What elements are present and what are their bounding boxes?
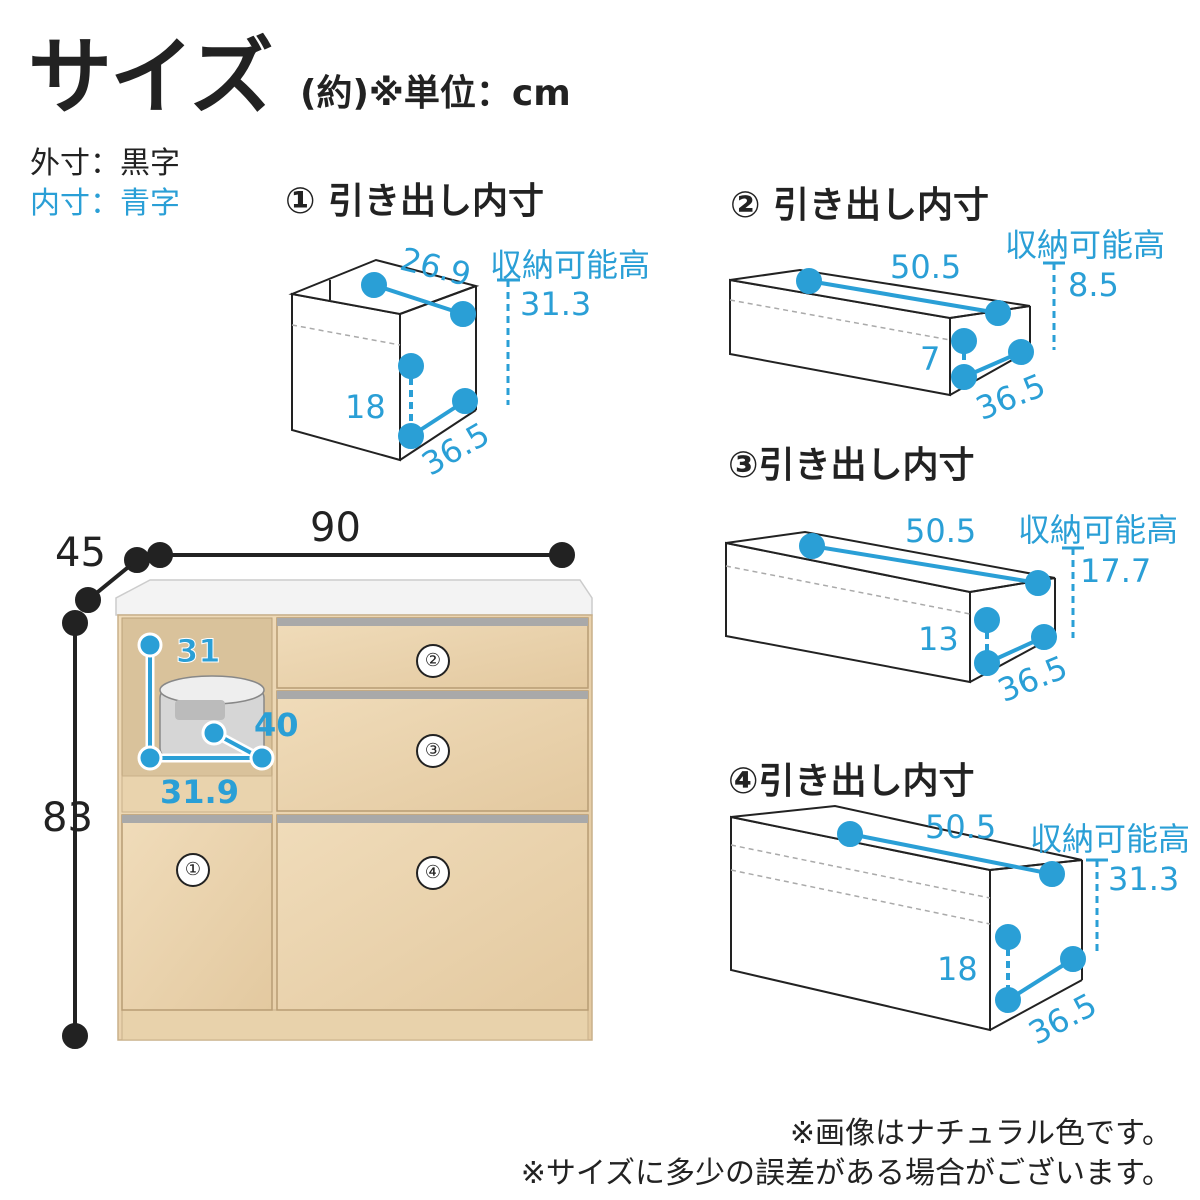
drawer-3-width: 50.5 <box>905 512 977 550</box>
cabinet-diagram <box>62 542 593 1049</box>
drawer-2-storage-label: 収納可能高 <box>1005 226 1166 264</box>
cabinet-label-1: ① <box>184 859 202 880</box>
unit-note: (約)※単位：cm <box>300 73 571 114</box>
cabinet-label-4: ④ <box>424 862 442 883</box>
rice-cooker <box>159 675 265 759</box>
door-1 <box>121 814 273 1011</box>
drawer-4-height: 18 <box>937 950 978 988</box>
drawer-3-storage-label: 収納可能高 <box>1018 511 1179 549</box>
drawer-1-title: ① 引き出し内寸 <box>285 181 545 222</box>
drawer-4-width: 50.5 <box>925 808 997 846</box>
drawer-2-height: 7 <box>920 340 941 378</box>
drawer-3-title: ③引き出し内寸 <box>728 445 975 486</box>
drawer-2-title: ② 引き出し内寸 <box>730 185 990 226</box>
drawer-1-front <box>291 292 401 462</box>
drawer-2-diagram <box>729 261 1065 397</box>
drawer-3-height: 13 <box>918 620 959 658</box>
drawer-3-storage-height: 17.7 <box>1080 552 1152 590</box>
drawer-1-height: 18 <box>345 388 386 426</box>
drawer-4-front <box>276 814 589 1011</box>
drawer-4-diagram <box>730 804 1108 1032</box>
cabinet-width: 90 <box>310 505 361 551</box>
drawer-1-storage-height: 31.3 <box>520 285 592 323</box>
drawer-1-diagram <box>288 258 520 462</box>
page-title: サイズ <box>28 28 273 126</box>
cabinet-label-2: ② <box>424 650 442 671</box>
drawer-4-storage-label: 収納可能高 <box>1030 820 1191 858</box>
opening-width: 31.9 <box>160 773 239 811</box>
cabinet-top <box>115 579 593 616</box>
drawer-3-diagram <box>725 530 1084 684</box>
drawer-4-storage-height: 31.3 <box>1108 860 1180 898</box>
cabinet-label-3: ③ <box>424 740 442 761</box>
cabinet-depth: 45 <box>55 530 106 576</box>
legend-inner: 内寸：青字 <box>30 186 180 221</box>
dim-point <box>361 272 387 298</box>
drawer-2-width: 50.5 <box>890 248 962 286</box>
legend-outer: 外寸：黒字 <box>30 146 180 181</box>
note-tolerance: ※サイズに多少の誤差がある場合がございます。 <box>520 1156 1172 1191</box>
opening-height: 31 <box>176 632 222 671</box>
cabinet-height: 83 <box>42 795 93 841</box>
drawer-4-title: ④引き出し内寸 <box>728 761 975 802</box>
note-color: ※画像はナチュラル色です。 <box>789 1116 1172 1151</box>
drawer-1-storage-label: 収納可能高 <box>490 246 651 284</box>
opening-depth: 40 <box>254 706 299 744</box>
drawer-2-storage-height: 8.5 <box>1068 266 1119 304</box>
